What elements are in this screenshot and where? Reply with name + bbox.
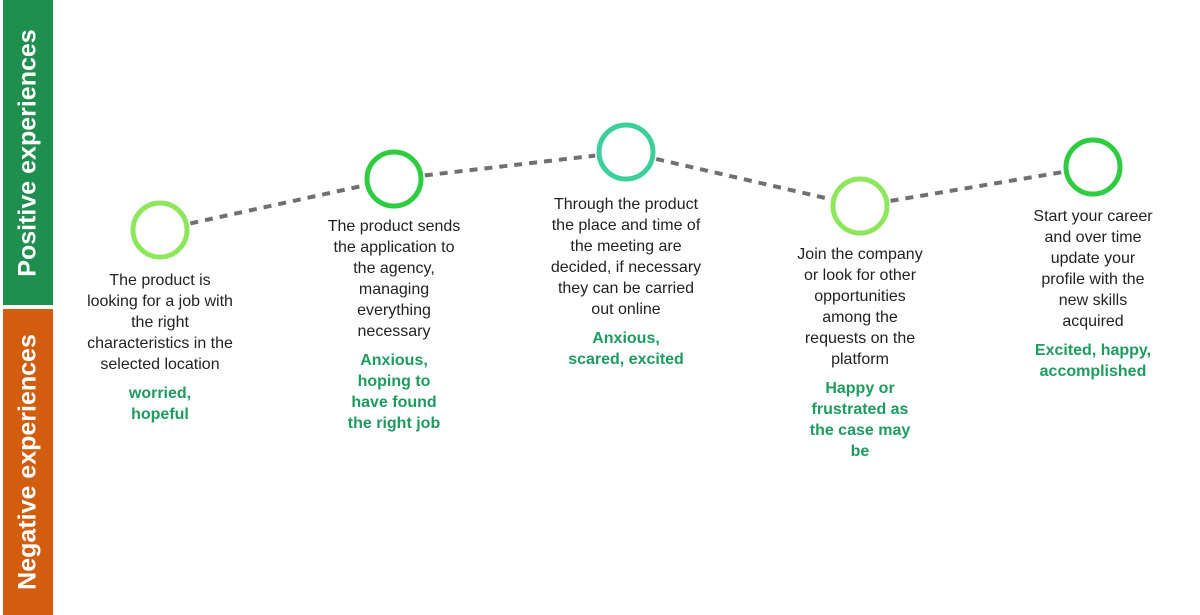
step-description-line: they can be carried <box>557 280 695 297</box>
step-node-1 <box>130 200 190 260</box>
step-description: The product is looking for a job with the … <box>60 270 260 375</box>
step-feeling-line: scared, excited <box>568 351 684 368</box>
step-description-line: selected location <box>100 356 220 373</box>
step-description-line: acquired <box>1062 313 1124 330</box>
journey-step-1: The product is looking for a job with the … <box>60 270 260 425</box>
step-feeling-line: Anxious, <box>592 330 660 347</box>
step-description-line: The product is <box>109 272 211 289</box>
step-description-line: necessary <box>357 323 431 340</box>
step-feeling-line: Anxious, <box>360 352 428 369</box>
step-description-line: The product sends <box>327 218 461 235</box>
step-feeling: Excited, happy, accomplished <box>993 340 1193 382</box>
step-node-2 <box>364 149 424 209</box>
step-feeling-line: hoping to <box>357 373 431 390</box>
connectors <box>189 153 1063 226</box>
step-description-line: new skills <box>1058 292 1128 309</box>
step-description-line: profile with the <box>1041 271 1145 288</box>
step-description-line: Join the company <box>797 246 923 263</box>
step-description-line: the agency, <box>353 260 435 277</box>
positive-experiences-band: Positive experiences <box>3 0 53 305</box>
step-description-line: Through the product <box>553 196 699 213</box>
step-feeling-line: have found <box>351 394 437 411</box>
step-description-line: opportunities <box>814 288 906 305</box>
step-node-4 <box>830 176 890 236</box>
step-description-line: everything <box>357 302 431 319</box>
step-description-line: Start your career <box>1033 208 1153 225</box>
step-description-line: managing <box>358 281 430 298</box>
step-feeling-line: the case may <box>809 422 911 439</box>
step-description: Join the company or look for other opportu… <box>760 244 960 370</box>
negative-experiences-band: Negative experiences <box>3 309 53 615</box>
step-description: The product sends the application to the a… <box>294 216 494 342</box>
step-node-3 <box>596 122 656 182</box>
step-description-line: the meeting are <box>570 238 682 255</box>
step-description-line: platform <box>831 351 889 368</box>
step-description-line: looking for a job with <box>87 293 233 310</box>
step-feeling-line: Excited, happy, <box>1034 342 1152 359</box>
journey-step-3: Through the product the place and time of… <box>526 194 726 370</box>
step-feeling: Anxious, hoping to have found the right job <box>294 350 494 434</box>
step-description-line: among the <box>822 309 898 326</box>
connector-line-4 <box>890 170 1063 203</box>
step-feeling-line: hopeful <box>131 406 189 423</box>
step-feeling: Anxious, scared, excited <box>526 328 726 370</box>
step-description-line: the place and time of <box>551 217 701 234</box>
journey-step-4: Join the company or look for other opportu… <box>760 244 960 462</box>
step-description-line: the application to <box>333 239 455 256</box>
step-description: Start your career and over time update you… <box>993 206 1193 332</box>
journey-nodes <box>130 122 1123 260</box>
step-description-line: and over time <box>1044 229 1142 246</box>
step-feeling-line: accomplished <box>1039 363 1147 380</box>
step-description-line: decided, if necessary <box>550 259 702 276</box>
step-description-line: out online <box>591 301 661 318</box>
step-feeling-line: frustrated as <box>811 401 909 418</box>
step-node-5 <box>1063 137 1123 197</box>
step-description: Through the product the place and time of… <box>526 194 726 320</box>
step-feeling: worried, hopeful <box>60 383 260 425</box>
step-feeling-line: be <box>850 443 870 460</box>
step-feeling-line: worried, <box>128 385 192 402</box>
step-feeling-line: the right job <box>347 415 441 432</box>
step-feeling: Happy or frustrated as the case may be <box>760 378 960 462</box>
step-feeling-line: Happy or <box>825 380 895 397</box>
step-description-line: the right <box>131 314 189 331</box>
connector-line-2 <box>424 153 596 178</box>
step-description-line: or look for other <box>803 267 917 284</box>
step-description-line: characteristics in the <box>87 335 233 352</box>
step-description-line: requests on the <box>804 330 916 347</box>
step-description-line: update your <box>1050 250 1136 267</box>
journey-step-2: The product sends the application to the a… <box>294 216 494 434</box>
journey-step-5: Start your career and over time update you… <box>993 206 1193 382</box>
